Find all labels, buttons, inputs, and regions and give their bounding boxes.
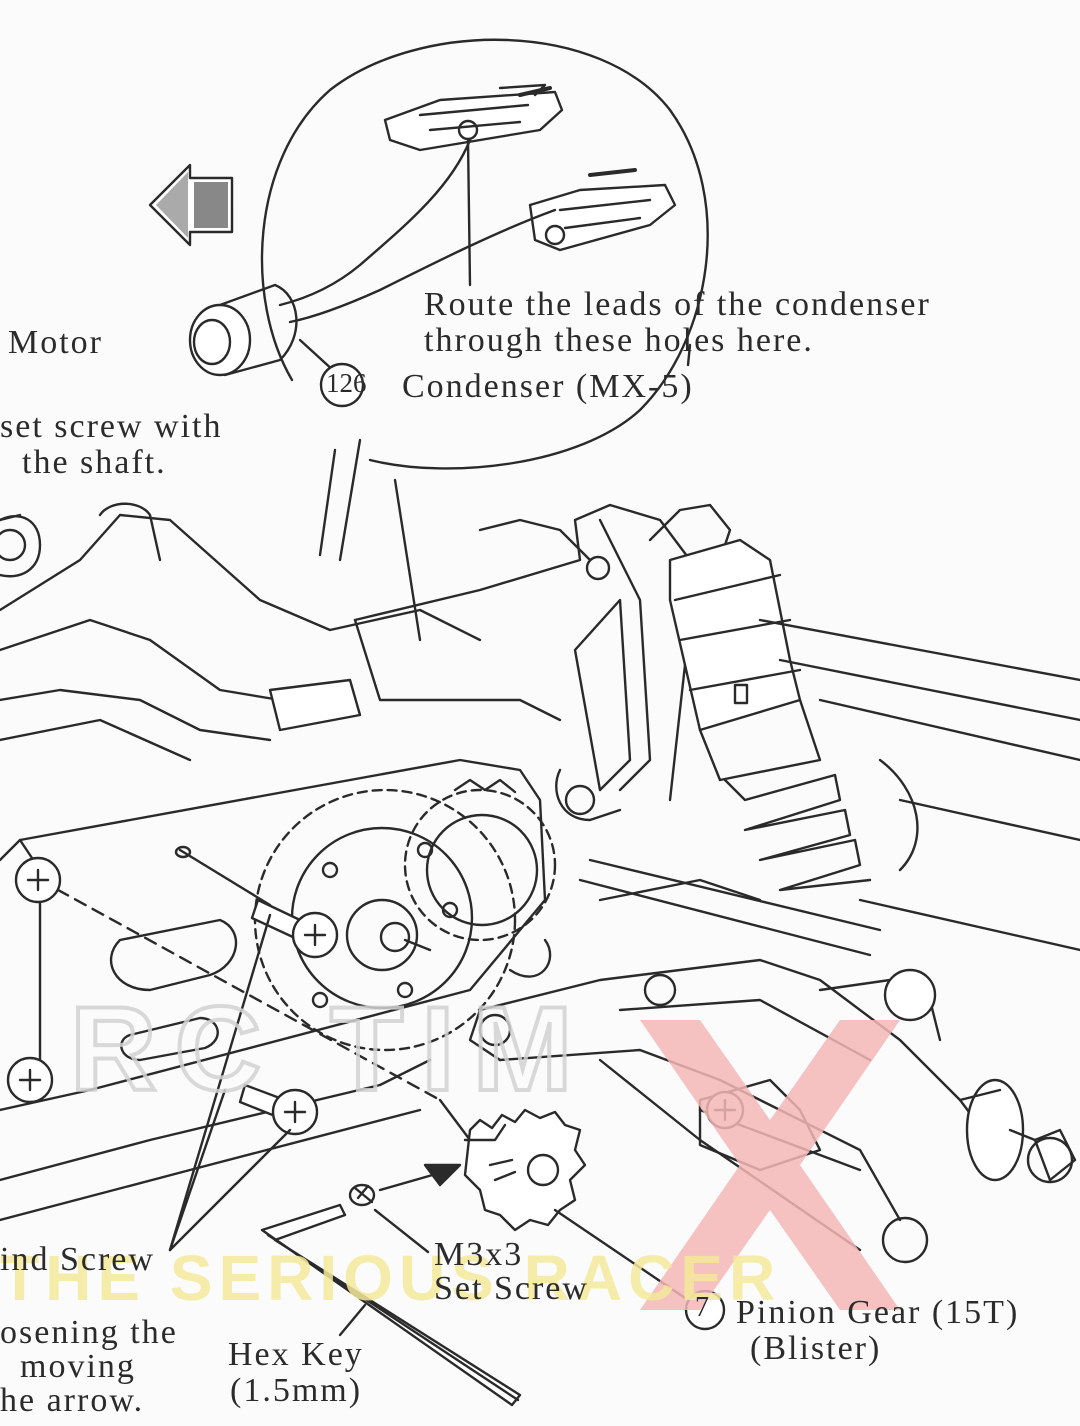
motor-terminal-lower [528, 168, 677, 252]
motor-screw-upper [174, 845, 339, 959]
hex-key-size-label: (1.5mm) [230, 1372, 363, 1409]
direction-arrow-icon [148, 163, 234, 247]
idler-gear [403, 788, 557, 942]
m3x3-label: M3x3 [434, 1236, 524, 1273]
motor-label: Motor [8, 324, 103, 361]
condenser-label: Condenser (MX-5) [402, 368, 694, 405]
motor-terminal-upper [383, 83, 564, 152]
hex-key-label: Hex Key [228, 1336, 364, 1373]
set-screw [348, 1183, 376, 1207]
condenser-part [188, 283, 298, 377]
set-screw-note-line2: the shaft. [22, 444, 167, 481]
bind-screw-label: ind Screw [0, 1241, 155, 1278]
watermark-logo: RC TIM [68, 980, 900, 1310]
set-screw-label: Set Screw [434, 1270, 589, 1307]
rear-axle [958, 1078, 1077, 1184]
shock-absorber [648, 503, 872, 892]
blister-label: (Blister) [750, 1330, 882, 1367]
pinion-gear [463, 1108, 587, 1232]
loosening-note-line2: moving [20, 1348, 136, 1385]
pinion-gear-label: Pinion Gear (15T) [736, 1294, 1020, 1331]
svg-text:RC: RC [70, 982, 279, 1116]
motor-screw-lower [238, 1083, 319, 1136]
hex-key [260, 1203, 522, 1407]
condenser-number: 126 [326, 368, 367, 398]
svg-text:TIM: TIM [330, 982, 591, 1116]
watermark-slogan: THE SERIOUS RACER [0, 1242, 781, 1314]
loosening-note-line3: he arrow. [0, 1382, 145, 1419]
detail-callout-circle [260, 38, 709, 470]
route-leads-line2: through these holes here. [424, 322, 814, 359]
pinion-number: 7 [695, 1292, 709, 1323]
loosening-note-line1: osening the [0, 1314, 178, 1351]
route-leads-line1: Route the leads of the condenser [424, 286, 931, 323]
set-screw-note-line1: set screw with [0, 408, 223, 445]
